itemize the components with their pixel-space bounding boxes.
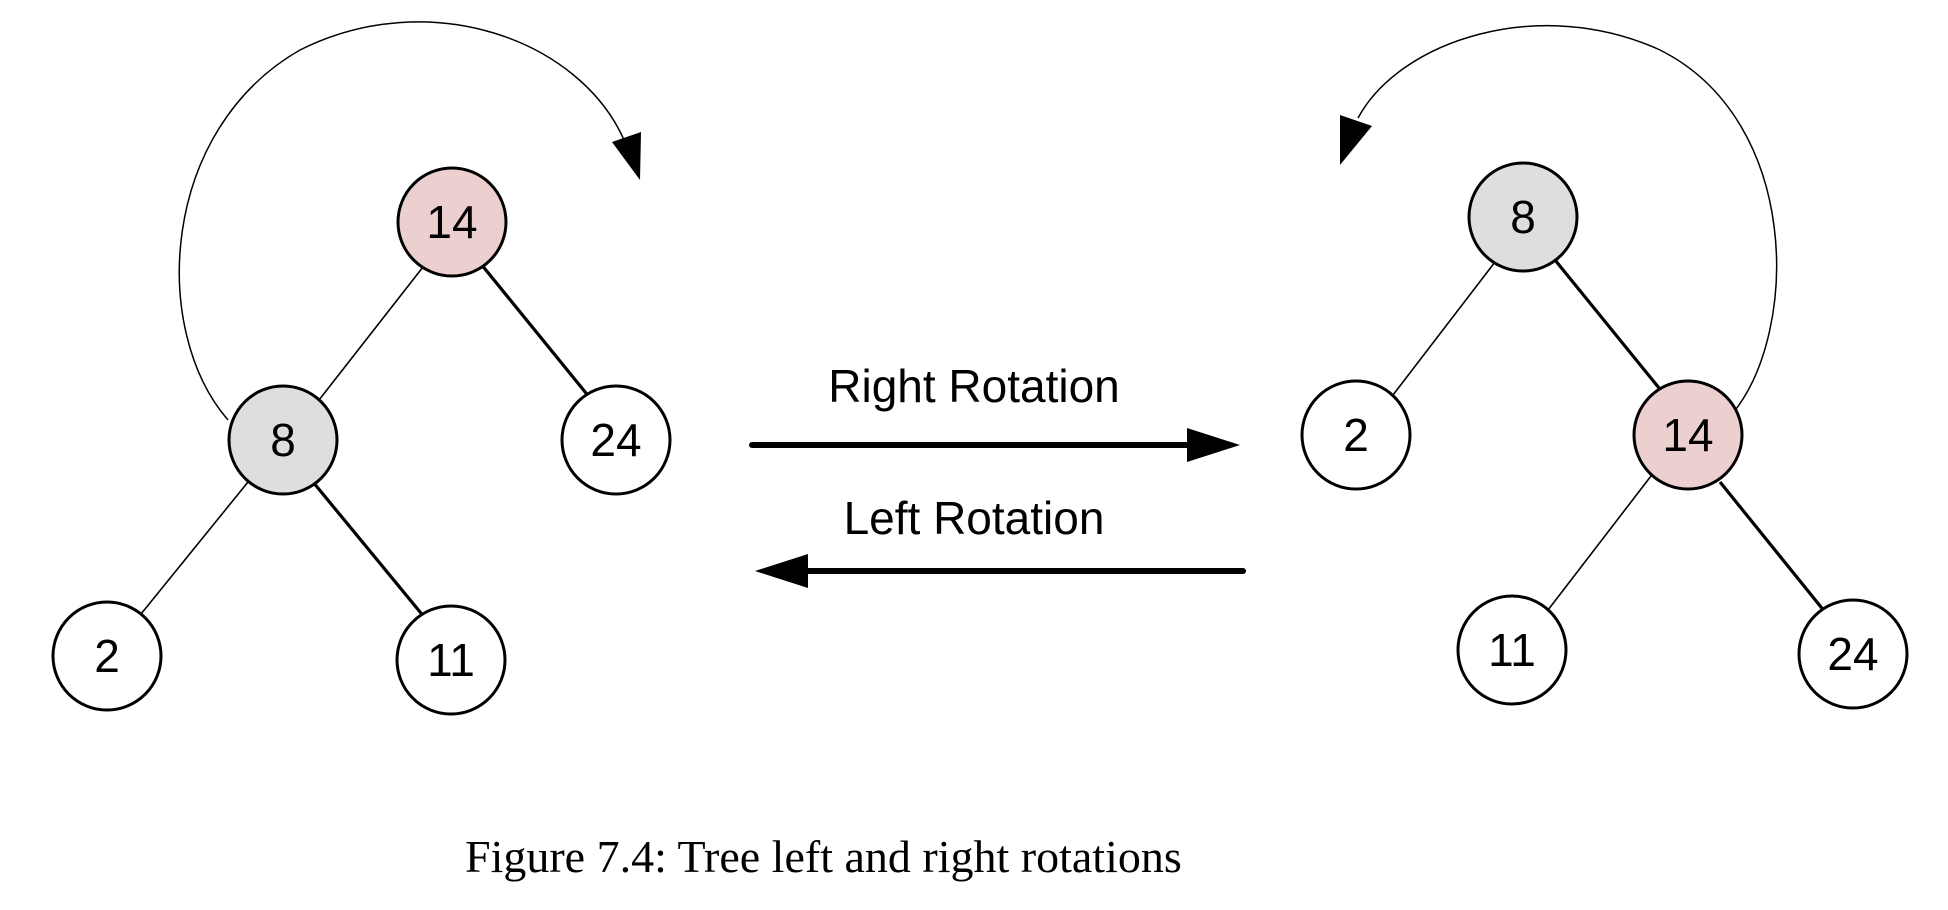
right-edge-8-2 — [1392, 261, 1496, 396]
right-edge-14-24 — [1718, 480, 1827, 614]
right-node-14-label: 14 — [1662, 409, 1713, 461]
right-edge-14-11 — [1547, 475, 1652, 611]
right-node-11-circle — [1456, 594, 1568, 706]
right-node-8-circle — [1467, 161, 1579, 273]
left-node-2-label: 2 — [94, 630, 120, 682]
left-node-24: 24 — [560, 384, 672, 496]
left-node-8-label: 8 — [270, 414, 296, 466]
left-node-11-circle — [395, 604, 507, 716]
right-rotation-arrowhead-icon — [1187, 428, 1240, 462]
right-node-24: 24 — [1797, 598, 1909, 710]
left-node-14-label: 14 — [426, 196, 477, 248]
right-node-14-circle — [1632, 379, 1744, 491]
left-rotation-label: Left Rotation — [844, 492, 1105, 544]
right-node-8-label: 8 — [1510, 191, 1536, 243]
left-node-24-label: 24 — [590, 414, 641, 466]
left-node-8: 8 — [227, 384, 339, 496]
right-node-11-label: 11 — [1488, 624, 1536, 676]
right-node-24-circle — [1797, 598, 1909, 710]
left-edge-8-2 — [140, 481, 249, 615]
left-rotation-arc-arrowhead-icon — [612, 132, 641, 180]
right-tree: 8 2 14 11 24 — [1300, 24, 1909, 710]
left-edge-8-11 — [311, 480, 427, 620]
left-node-8-circle — [227, 384, 339, 496]
right-node-2-circle — [1300, 379, 1412, 491]
left-node-24-circle — [560, 384, 672, 496]
left-rotation-arrowhead-icon — [755, 554, 808, 588]
left-rotation-arc — [178, 21, 625, 421]
left-edge-14-8 — [318, 266, 424, 401]
left-node-2: 2 — [51, 600, 163, 712]
right-rotation-label: Right Rotation — [828, 360, 1120, 412]
left-node-14-circle — [396, 166, 508, 278]
rotation-arrows: Right Rotation Left Rotation — [749, 360, 1246, 588]
right-rotation-arc — [1357, 24, 1778, 414]
right-node-14: 14 — [1632, 379, 1744, 491]
right-node-2: 2 — [1300, 379, 1412, 491]
right-rotation-arc-arrowhead-icon — [1340, 115, 1372, 165]
right-node-11: 11 — [1456, 594, 1568, 706]
right-node-2-label: 2 — [1343, 409, 1369, 461]
left-node-2-circle — [51, 600, 163, 712]
left-node-11: 11 — [395, 604, 507, 716]
left-tree: 14 8 24 2 11 — [51, 21, 672, 716]
left-node-14: 14 — [396, 166, 508, 278]
right-node-24-label: 24 — [1827, 628, 1878, 680]
left-edge-14-24 — [479, 262, 592, 400]
left-node-11-label: 11 — [427, 634, 475, 686]
figure-caption: Figure 7.4: Tree left and right rotation… — [465, 831, 1182, 882]
right-edge-8-14 — [1553, 258, 1661, 390]
right-node-8: 8 — [1467, 161, 1579, 273]
